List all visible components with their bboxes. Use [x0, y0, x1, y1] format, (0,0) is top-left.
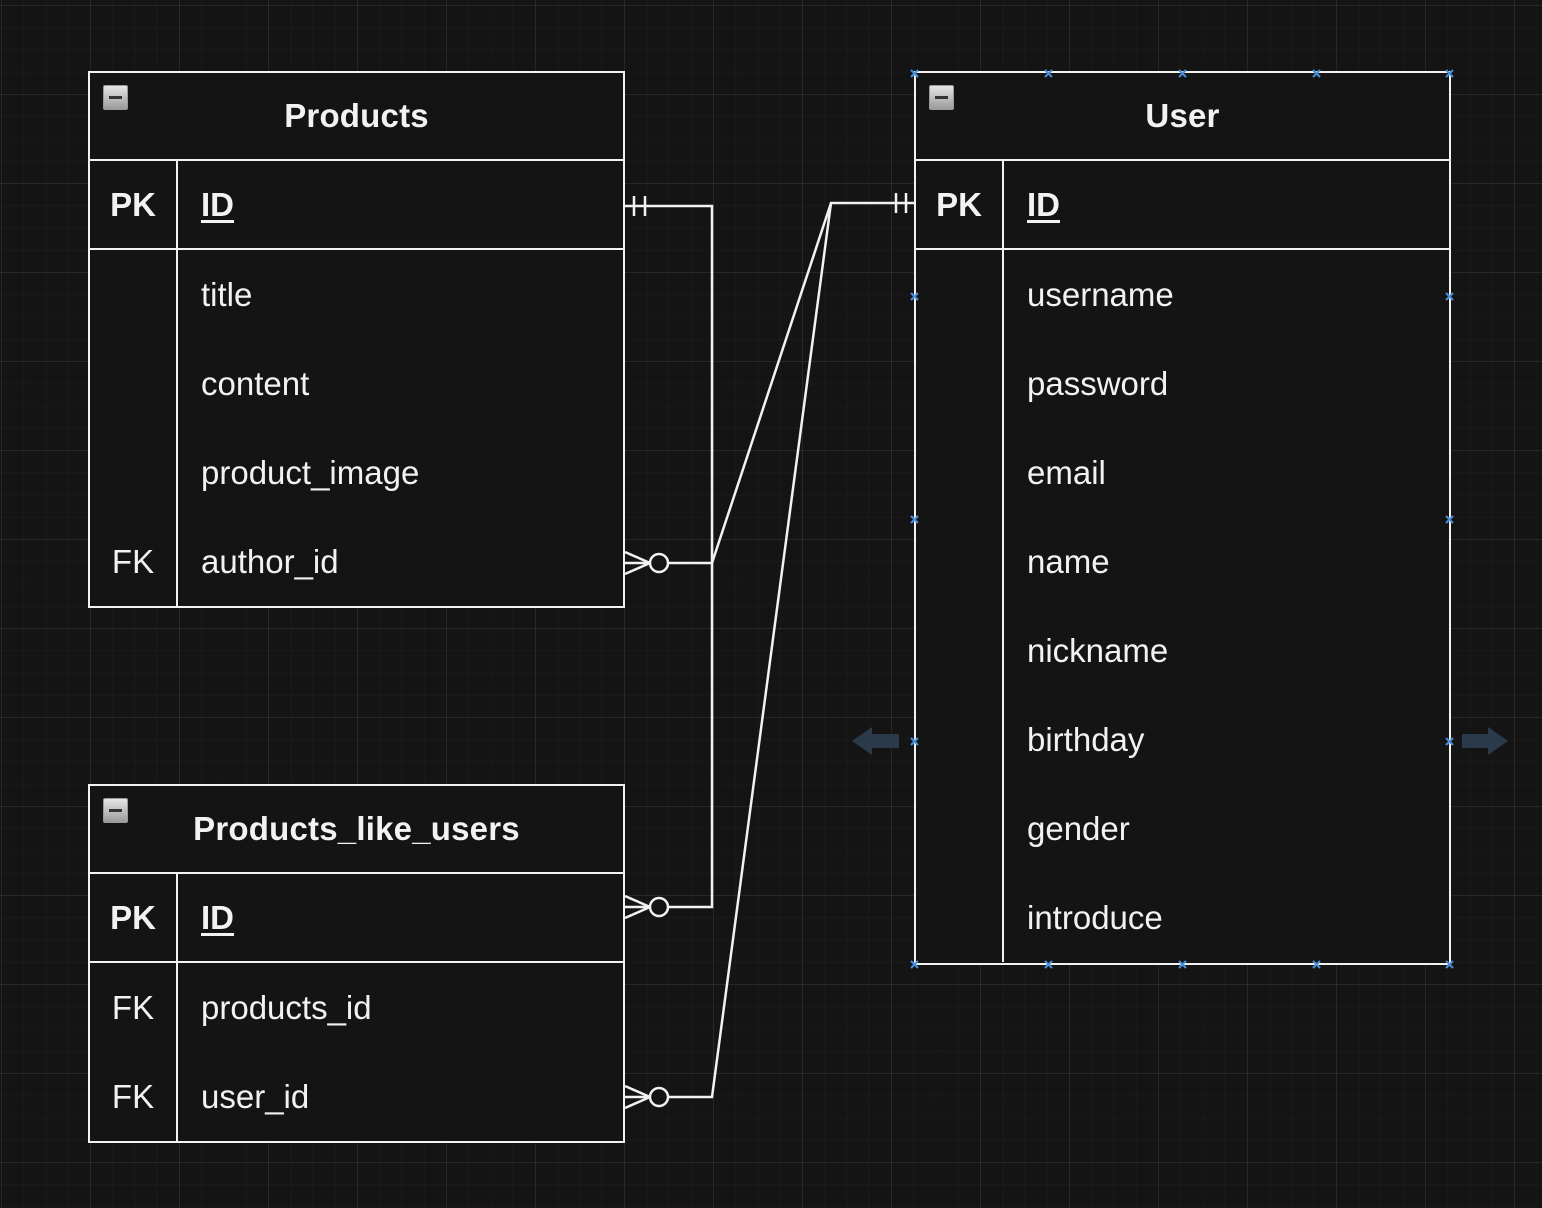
attribute-name: products_id — [201, 988, 372, 1026]
attribute-row[interactable]: name — [916, 517, 1449, 606]
attribute-name: email — [1027, 453, 1106, 491]
key-label: PK — [916, 161, 1004, 248]
relationship-line-user-to-products — [669, 201, 914, 565]
entity-header[interactable]: Products — [90, 73, 623, 161]
arrow-right-icon — [1462, 727, 1508, 755]
entity-header[interactable]: User — [916, 73, 1449, 161]
pk-row[interactable]: PK ID — [90, 874, 623, 963]
zero-or-many-marker — [624, 894, 670, 920]
attribute-row[interactable]: password — [916, 339, 1449, 428]
attribute-name: author_id — [201, 542, 339, 580]
attribute-row[interactable]: content — [90, 339, 623, 428]
attribute-name: username — [1027, 275, 1174, 313]
key-label — [916, 784, 1004, 873]
attribute-row[interactable]: FK user_id — [90, 1052, 623, 1141]
attribute-row[interactable]: FK author_id — [90, 517, 623, 606]
key-label — [916, 250, 1004, 339]
attribute-name: birthday — [1027, 720, 1145, 758]
key-label — [916, 517, 1004, 606]
attribute-name: ID — [201, 898, 234, 936]
relationship-line-user-to-likes — [669, 202, 833, 1099]
key-label — [916, 695, 1004, 784]
attribute-name: ID — [201, 185, 234, 223]
attribute-row[interactable]: username — [916, 250, 1449, 339]
attribute-name: product_image — [201, 453, 420, 491]
attribute-name: content — [201, 364, 310, 402]
attribute-name: ID — [1027, 185, 1060, 223]
key-label: FK — [90, 963, 178, 1052]
attribute-name: gender — [1027, 809, 1130, 847]
one-mandatory-marker — [632, 196, 647, 216]
attribute-row[interactable]: nickname — [916, 606, 1449, 695]
attribute-row[interactable]: birthday — [916, 695, 1449, 784]
entity-title: Products — [284, 97, 429, 134]
attribute-name: name — [1027, 542, 1110, 580]
arrow-left-icon — [852, 727, 899, 755]
attribute-name: nickname — [1027, 631, 1169, 669]
relationship-line-products-to-likes — [625, 204, 714, 909]
attribute-row[interactable]: FK products_id — [90, 963, 623, 1052]
zero-or-many-marker — [624, 550, 670, 576]
key-label: FK — [90, 517, 178, 606]
entity-title: Products_like_users — [193, 810, 520, 847]
attribute-name: title — [201, 275, 253, 313]
key-label — [90, 339, 178, 428]
one-mandatory-marker — [894, 193, 908, 213]
attribute-name: introduce — [1027, 898, 1163, 936]
key-label: PK — [90, 874, 178, 961]
key-label — [90, 250, 178, 339]
entity-header[interactable]: Products_like_users — [90, 786, 623, 874]
entity-products[interactable]: Products PK ID title content product_ima… — [88, 71, 625, 608]
minus-square-icon[interactable] — [929, 85, 954, 110]
pk-row[interactable]: PK ID — [90, 161, 623, 250]
attribute-row[interactable]: title — [90, 250, 623, 339]
attribute-row[interactable]: gender — [916, 784, 1449, 873]
attribute-row[interactable]: email — [916, 428, 1449, 517]
zero-or-many-marker — [624, 1084, 670, 1110]
attribute-name: user_id — [201, 1077, 310, 1115]
entity-title: User — [1145, 97, 1220, 134]
key-label — [916, 428, 1004, 517]
key-label — [90, 428, 178, 517]
attribute-row[interactable]: introduce — [916, 873, 1449, 962]
attribute-row[interactable]: product_image — [90, 428, 623, 517]
entity-user[interactable]: User PK ID username password email name … — [914, 71, 1451, 965]
minus-square-icon[interactable] — [103, 798, 128, 823]
key-label — [916, 606, 1004, 695]
key-label — [916, 873, 1004, 962]
pk-row[interactable]: PK ID — [916, 161, 1449, 250]
key-label — [916, 339, 1004, 428]
minus-square-icon[interactable] — [103, 85, 128, 110]
key-label: FK — [90, 1052, 178, 1141]
entity-products-like-users[interactable]: Products_like_users PK ID FK products_id… — [88, 784, 625, 1143]
key-label: PK — [90, 161, 178, 248]
attribute-name: password — [1027, 364, 1169, 402]
